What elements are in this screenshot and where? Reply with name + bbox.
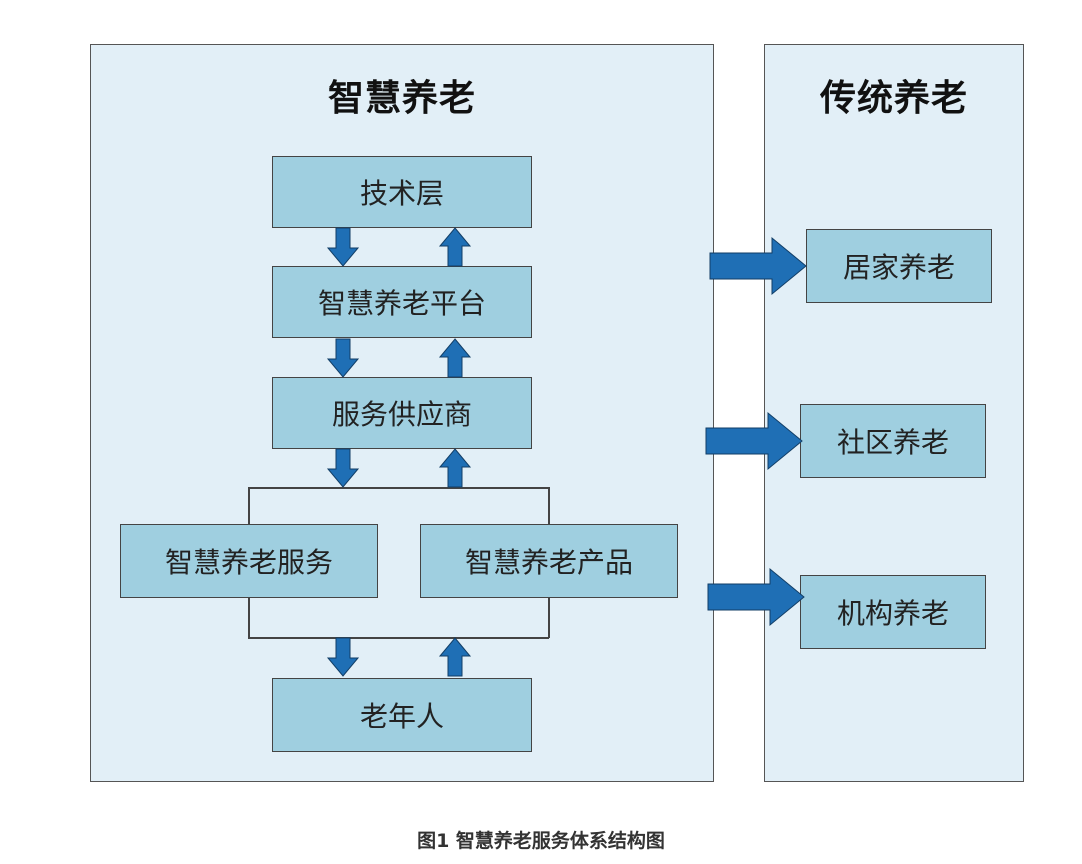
split-line-left: [248, 487, 250, 524]
products-box: 智慧养老产品: [420, 524, 678, 598]
merge-line-left: [248, 598, 250, 638]
split-line-right: [548, 487, 550, 524]
merge-line-bottom: [248, 637, 549, 639]
right-arrow-icon: [707, 567, 805, 627]
split-line-top: [248, 487, 549, 489]
up-arrow-icon: [438, 448, 472, 488]
merge-line-right: [548, 598, 550, 638]
elderly-box: 老年人: [272, 678, 532, 752]
institution-care-box: 机构养老: [800, 575, 986, 649]
smart-care-title: 智慧养老: [327, 78, 476, 119]
provider-box: 服务供应商: [272, 377, 532, 449]
platform-box: 智慧养老平台: [272, 266, 532, 338]
services-box: 智慧养老服务: [120, 524, 378, 598]
down-arrow-icon: [326, 227, 360, 267]
home-care-box: 居家养老: [806, 229, 992, 303]
up-arrow-icon: [438, 637, 472, 677]
figure-caption: 图1 智慧养老服务体系结构图: [417, 830, 665, 852]
down-arrow-icon: [326, 637, 360, 677]
up-arrow-icon: [438, 227, 472, 267]
community-care-box: 社区养老: [800, 404, 986, 478]
traditional-care-title: 传统养老: [819, 78, 968, 119]
right-arrow-icon: [705, 411, 803, 471]
up-arrow-icon: [438, 338, 472, 378]
right-arrow-icon: [709, 236, 807, 296]
down-arrow-icon: [326, 338, 360, 378]
down-arrow-icon: [326, 448, 360, 488]
tech-layer-box: 技术层: [272, 156, 532, 228]
